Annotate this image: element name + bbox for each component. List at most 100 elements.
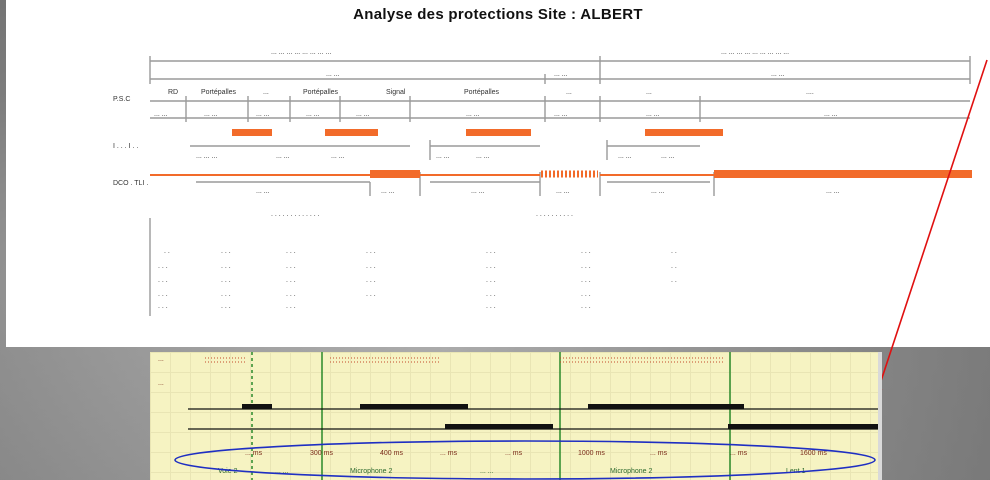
row2-value: ... ... [661, 153, 675, 160]
legend-cell: . . . [158, 303, 168, 310]
scope-side-label: ... [158, 380, 164, 387]
scope-scrollbar[interactable] [878, 352, 882, 480]
row1-value: ... ... [306, 111, 320, 118]
legend-cell: . . . [366, 248, 376, 255]
scope-channel-label: Voie 2 [218, 468, 238, 475]
page-title: Analyse des protections Site : ALBERT [353, 6, 643, 23]
orange-thin-line [600, 174, 714, 176]
top-annotation-b: ... ... [554, 71, 568, 78]
legend-header-left: . . . . . . . . . . . . . [271, 211, 320, 218]
scope-pulse [242, 404, 272, 409]
scope-axis-tick: ... ms [245, 450, 263, 457]
legend-cell: . . . [221, 263, 231, 270]
legend-cell: . . . [581, 291, 591, 298]
scope-axis-tick: ... ms [505, 450, 523, 457]
row2-value: ... ... [436, 153, 450, 160]
legend-cell: . . . [581, 303, 591, 310]
row1-value: ... ... [356, 111, 370, 118]
row1-value: ... ... [466, 111, 480, 118]
scope-capture: ... ... ... ms 300 ms 400 ms ... ms ... … [150, 352, 880, 480]
top-annotation-c: ... ... [771, 71, 785, 78]
orange-bar [325, 129, 378, 136]
scope-traces [188, 352, 880, 480]
legend-cell: . . . [486, 263, 496, 270]
scope-axis-tick: 400 ms [380, 450, 403, 457]
legend-cell: . . . [486, 291, 496, 298]
scope-pulse [360, 404, 468, 409]
orange-bar [645, 129, 723, 136]
segment-label: Portépalles [464, 89, 500, 96]
scope-pulse [728, 424, 880, 429]
segment-label: RD [168, 89, 179, 96]
scope-channel-label: Microphone 2 [350, 468, 393, 475]
segment-label: Signal [386, 89, 406, 96]
scope-axis-tick: ... ms [440, 450, 458, 457]
segment-label: ... [566, 89, 572, 96]
row1-value: ... ... [824, 111, 838, 118]
legend-cell: . . . [221, 291, 231, 298]
segment-label: Portépalles [201, 89, 237, 96]
top-annotation-a: ... ... [326, 71, 340, 78]
legend-cell: . . . [581, 277, 591, 284]
legend-cell: . . . [158, 291, 168, 298]
scope-axis-tick: 1000 ms [578, 450, 605, 457]
row3-value: ... ... [556, 188, 570, 195]
legend-cell: . . [671, 248, 677, 255]
scope-channel-label: Microphone 2 [610, 468, 653, 475]
legend-cell: . . [671, 277, 677, 284]
legend-cell: . . . [366, 277, 376, 284]
scope-grid [150, 352, 880, 480]
row2-value: ... ... [331, 153, 345, 160]
orange-bar [466, 129, 531, 136]
row1-value: ... ... [554, 111, 568, 118]
legend-cell: . . . [486, 248, 496, 255]
legend-cell: . . . [221, 303, 231, 310]
row2-value: ... ... [618, 153, 632, 160]
row2-value: ... ... [276, 153, 290, 160]
scope-axis-tick: ... ms [730, 450, 748, 457]
scope-channel-label: ... ... [480, 468, 494, 475]
red-arrow-shaft [876, 59, 988, 394]
legend-cell: . . [671, 263, 677, 270]
row1-value: ... ... [204, 111, 218, 118]
row1-value: ... ... [646, 111, 660, 118]
legend-cell: . . . [486, 277, 496, 284]
legend-cell: . . . [486, 303, 496, 310]
row1-value: ... ... [154, 111, 168, 118]
scope-axis-tick: 300 ms [310, 450, 333, 457]
scope-pulse [588, 404, 744, 409]
scope-axis-tick: 1600 ms [800, 450, 827, 457]
row2-value: ... ... [476, 153, 490, 160]
legend-cell: . . . [286, 277, 296, 284]
orange-bar [232, 129, 272, 136]
row3-value: ... ... [826, 188, 840, 195]
legend-cell: . . . [286, 291, 296, 298]
legend-cell: . . . [158, 277, 168, 284]
legend-cell: . . . [286, 248, 296, 255]
legend-cell: . . . [366, 263, 376, 270]
row2-value: ... ... ... [196, 153, 218, 160]
segment-label: ... [263, 89, 269, 96]
legend-cell: . . . [158, 263, 168, 270]
segment-label: Portépalles [303, 89, 339, 96]
orange-thin-line [150, 174, 370, 176]
orange-bar [714, 170, 972, 178]
row-label-psc: P.S.C [113, 96, 131, 103]
legend-cell: . . . [286, 263, 296, 270]
legend-header-right: . . . . . . . . . . [536, 211, 573, 218]
orange-thin-line [420, 174, 540, 176]
legend-cell: . . . [221, 248, 231, 255]
legend-cell: . . . [286, 303, 296, 310]
row1-value: ... ... [256, 111, 270, 118]
scope-pulse [445, 424, 553, 429]
blue-highlight-ellipse [174, 440, 876, 480]
scope-channel-label: ... ... [275, 468, 289, 475]
row-label-dco: DCO . TLI . [113, 180, 149, 187]
legend-cell: . . . [581, 263, 591, 270]
legend-cell: . . . [221, 277, 231, 284]
row3-value: ... ... [381, 188, 395, 195]
segment-label: .... [806, 89, 814, 96]
row3-value: ... ... [471, 188, 485, 195]
